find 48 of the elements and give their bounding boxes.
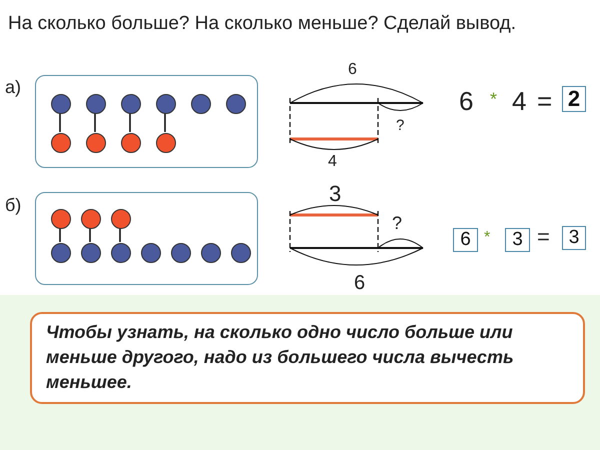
counter-dot (191, 94, 211, 114)
counter-dot (51, 133, 71, 153)
connecting-line (59, 113, 61, 132)
counter-dot (51, 94, 71, 114)
task-heading: На сколько больше? На сколько меньше? Сделай вывод. (8, 12, 517, 36)
equation-number: 4 (512, 88, 526, 114)
counter-dot (51, 243, 71, 263)
counter-dot (226, 94, 246, 114)
connecting-line (89, 228, 91, 242)
answer-box: 3 (505, 228, 530, 252)
counter-dot (156, 94, 176, 114)
segment-length: 6 (354, 273, 366, 293)
item-letter: а) (5, 78, 22, 96)
connecting-line (59, 228, 61, 242)
question-mark: ? (396, 118, 404, 133)
counter-panel (35, 192, 258, 285)
counter-dot (86, 94, 106, 114)
segment-length: 6 (348, 62, 357, 78)
counter-dot (81, 243, 101, 263)
item-letter: б) (5, 196, 22, 214)
connecting-line (129, 113, 131, 132)
counter-dot (231, 243, 251, 263)
counter-dot (201, 243, 221, 263)
answer-box: 2 (562, 86, 586, 112)
counter-dot (141, 243, 161, 263)
answer-box: 6 (453, 228, 478, 252)
connecting-line (119, 228, 121, 242)
counter-dot (81, 209, 101, 229)
equation-number: 6 (459, 88, 474, 114)
counter-dot (51, 209, 71, 229)
counter-dot (121, 94, 141, 114)
connecting-line (94, 113, 96, 132)
counter-dot (171, 243, 191, 263)
segment-length: 4 (328, 154, 337, 170)
equation-sign: = (537, 88, 552, 114)
connecting-line (164, 113, 166, 132)
answer-box: 3 (562, 226, 586, 250)
segment-length: 3 (329, 183, 342, 205)
question-mark: ? (392, 214, 402, 232)
counter-dot (111, 243, 131, 263)
counter-panel (35, 75, 258, 168)
counter-dot (111, 209, 131, 229)
equation-sign: = (537, 226, 550, 248)
counter-dot (121, 133, 141, 153)
counter-dot (86, 133, 106, 153)
operation-sign: * (484, 230, 490, 246)
counter-dot (156, 133, 176, 153)
operation-sign: * (490, 90, 498, 108)
